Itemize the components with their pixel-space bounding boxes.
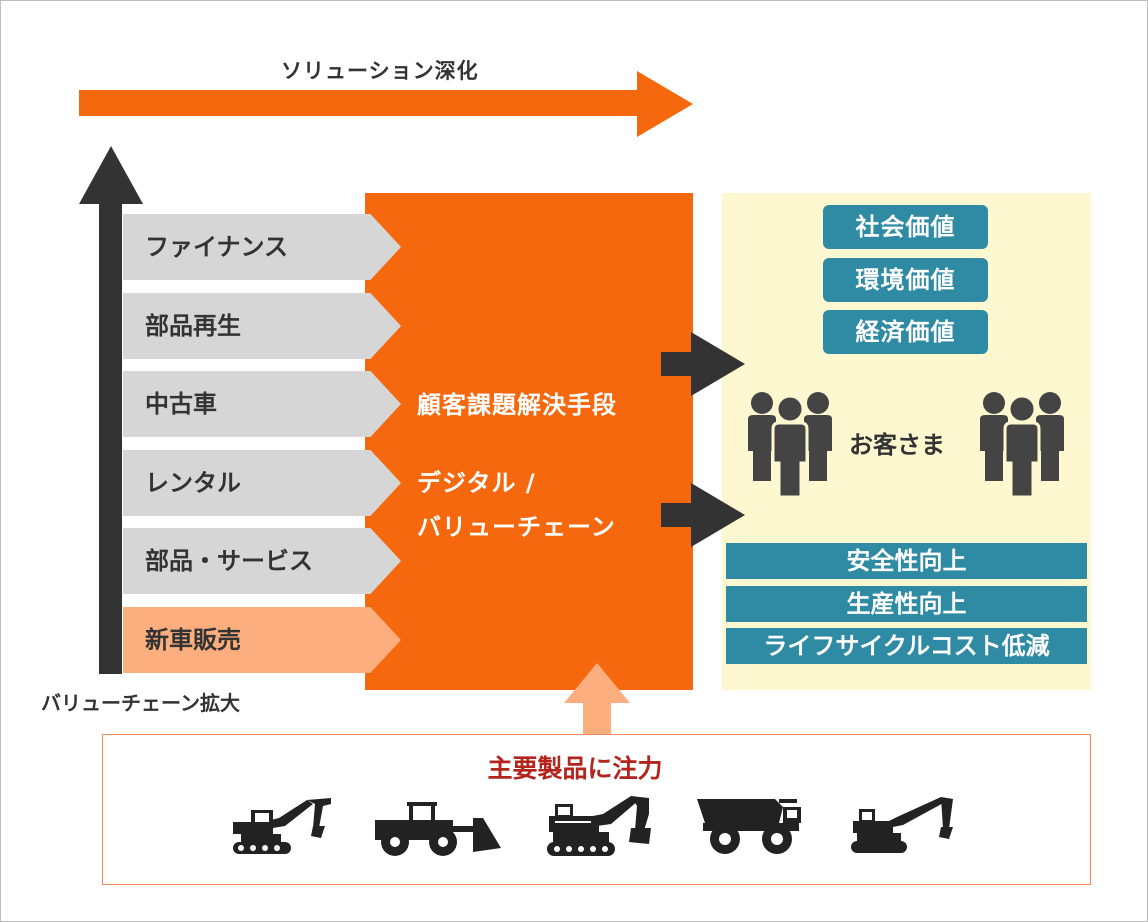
chain-step-parts-service: 部品・サービス — [123, 528, 401, 594]
benefit-safety: 安全性向上 — [726, 543, 1087, 579]
long-reach-excavator-icon — [851, 797, 953, 853]
customer-group-icon — [980, 392, 1064, 499]
chain-step-label: 新車販売 — [145, 626, 241, 654]
solution-deepening-arrow — [79, 71, 693, 137]
large-excavator-icon — [547, 796, 651, 856]
arrow-right-icon — [661, 332, 745, 396]
chain-step-new-equipment-sales: 新車販売 — [123, 607, 401, 673]
chain-step-rental: レンタル — [123, 450, 401, 516]
chain-step-parts-remanufacturing: 部品再生 — [123, 293, 401, 359]
solution-deepening-label: ソリューション深化 — [281, 59, 479, 83]
chain-step-label: 部品・サービス — [145, 547, 313, 575]
main-products-title: 主要製品に注力 — [487, 754, 663, 783]
customer-group-icon — [748, 392, 832, 499]
arrow-right-icon — [661, 483, 745, 547]
wheel-loader-icon — [375, 802, 501, 856]
chain-step-finance: ファイナンス — [123, 214, 401, 280]
customer-label: お客さま — [849, 431, 945, 459]
dump-truck-icon — [697, 799, 801, 854]
benefit-lifecycle-cost: ライフサイクルコスト低減 — [726, 628, 1087, 664]
arrow-up-icon — [564, 663, 630, 735]
value-chain-expansion-label: バリューチェーン拡大 — [41, 691, 240, 715]
chain-step-used-equipment: 中古車 — [123, 371, 401, 437]
solution-panel — [365, 193, 693, 690]
solution-panel-line2: デジタル / — [417, 469, 536, 497]
benefit-productivity: 生産性向上 — [726, 586, 1087, 622]
value-badge-environmental: 環境価値 — [823, 258, 988, 302]
excavator-icon — [233, 798, 331, 854]
chain-step-label: レンタル — [145, 469, 241, 497]
value-badge-economic: 経済価値 — [823, 310, 988, 354]
chain-step-label: ファイナンス — [145, 233, 289, 261]
chain-step-label: 中古車 — [145, 390, 217, 418]
value-badge-social: 社会価値 — [823, 205, 988, 249]
solution-panel-title: 顧客課題解決手段 — [417, 391, 617, 419]
chain-step-label: 部品再生 — [145, 312, 241, 340]
solution-panel-line3: バリューチェーン — [417, 513, 616, 541]
value-chain-expansion-arrow — [79, 146, 143, 674]
